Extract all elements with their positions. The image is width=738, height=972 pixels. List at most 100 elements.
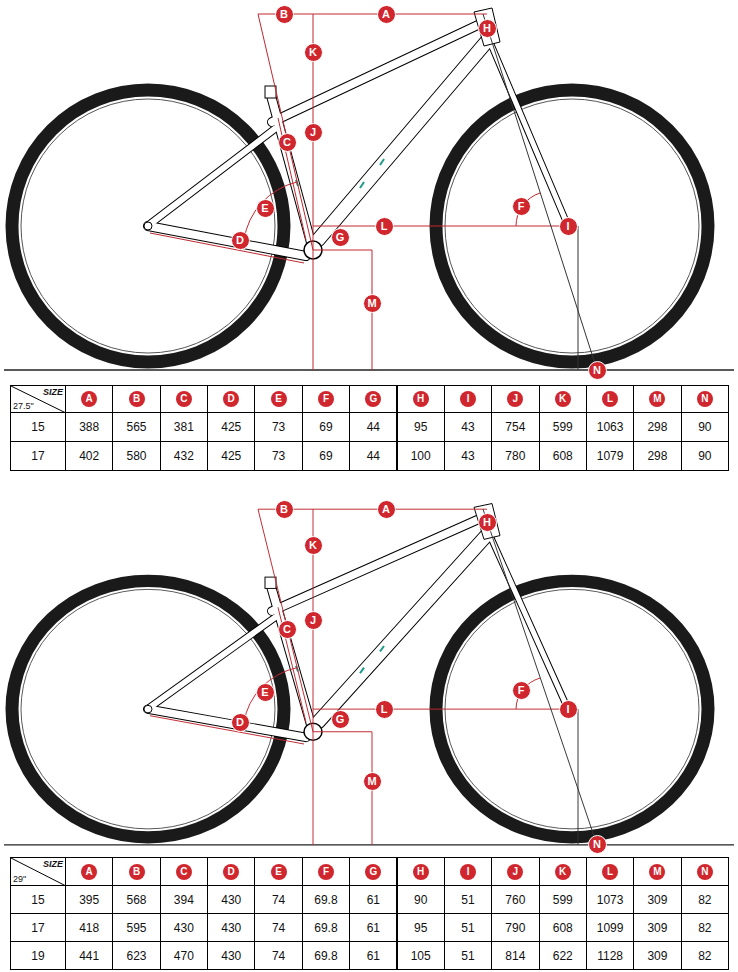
dimension-value: 470 (161, 949, 207, 963)
column-letter: K (555, 864, 571, 880)
table-cell: 441 (65, 941, 113, 970)
table-cell: 95 (397, 913, 445, 942)
dimension-value: 394 (161, 893, 207, 907)
table-cell: 394 (160, 885, 208, 914)
callout-letter: E (256, 683, 275, 702)
table-cell: 90 (681, 412, 729, 442)
callout-letter: N (588, 835, 607, 854)
table-cell: 43 (444, 412, 492, 442)
table-cell: 69.8 (302, 941, 350, 970)
dimension-value: 43 (445, 449, 491, 463)
table-cell: 623 (112, 941, 160, 970)
dimension-value: 595 (113, 921, 159, 935)
table-cell: 565 (112, 412, 160, 442)
table-cell: 44 (349, 441, 397, 471)
table-cell: 470 (160, 941, 208, 970)
size-header-cell: SIZE27.5" (10, 385, 66, 413)
column-letter: F (318, 391, 334, 407)
dimension-value: 1099 (587, 921, 633, 935)
table-cell: 82 (681, 913, 729, 942)
dimension-value: 95 (398, 420, 444, 434)
dimension-value: 790 (492, 921, 538, 935)
dimension-value: 580 (113, 449, 159, 463)
header-cell: L (586, 857, 634, 886)
callout-letter: B (275, 500, 294, 519)
table-cell: 298 (633, 441, 681, 471)
header-cell: N (681, 385, 729, 413)
table-cell: 790 (491, 913, 539, 942)
frame-size: 15 (11, 893, 65, 907)
header-cell: I (444, 385, 492, 413)
dimension-value: 51 (445, 949, 491, 963)
column-letter: G (365, 391, 381, 407)
callout-letter: E (256, 199, 275, 218)
dimension-value: 73 (255, 449, 301, 463)
dimension-value: 74 (255, 893, 301, 907)
dimension-value: 388 (66, 420, 112, 434)
table-cell: 69 (302, 412, 350, 442)
header-cell: D (207, 857, 255, 886)
dimension-value: 298 (634, 420, 680, 434)
table-cell: 568 (112, 885, 160, 914)
table-cell: 90 (397, 885, 445, 914)
table-cell: 105 (397, 941, 445, 970)
dimension-value: 441 (66, 949, 112, 963)
table-cell: 61 (349, 913, 397, 942)
header-cell: M (633, 857, 681, 886)
dimension-value: 61 (350, 893, 396, 907)
dimension-value: 599 (540, 893, 586, 907)
wheel-size: 29" (13, 874, 26, 884)
dimension-value: 61 (350, 921, 396, 935)
header-cell: E (254, 857, 302, 886)
dimension-value: 622 (540, 949, 586, 963)
dimension-value: 599 (540, 420, 586, 434)
column-letter: D (223, 864, 239, 880)
header-cell: D (207, 385, 255, 413)
callout-letter: J (304, 123, 323, 142)
callout-letter: L (375, 700, 394, 719)
header-cell: G (349, 385, 397, 413)
dimension-value: 82 (682, 949, 728, 963)
callout-letter: D (231, 231, 250, 250)
callout-letter: F (512, 197, 531, 216)
dimension-value: 100 (398, 449, 444, 463)
dimension-value: 309 (634, 893, 680, 907)
dimension-value: 69.8 (303, 949, 349, 963)
header-cell: H (397, 857, 445, 886)
table-cell: 82 (681, 941, 729, 970)
dimension-value: 309 (634, 949, 680, 963)
dimension-value: 105 (398, 949, 444, 963)
size-heading: SIZE (43, 859, 63, 869)
header-cell: N (681, 857, 729, 886)
table-cell: 17 (10, 913, 66, 942)
dimension-value: 1073 (587, 893, 633, 907)
dimension-value: 44 (350, 449, 396, 463)
dimension-value: 82 (682, 893, 728, 907)
column-letter: C (176, 864, 192, 880)
callout-letter: K (304, 43, 323, 62)
table-cell: 608 (539, 913, 587, 942)
dimension-value: 430 (208, 893, 254, 907)
table-cell: 580 (112, 441, 160, 471)
header-cell: A (65, 385, 113, 413)
table-cell: 309 (633, 885, 681, 914)
table-cell: 425 (207, 412, 255, 442)
dimension-value: 814 (492, 949, 538, 963)
column-letter: A (81, 864, 97, 880)
dimension-value: 73 (255, 420, 301, 434)
dimension-value: 425 (208, 449, 254, 463)
header-cell: M (633, 385, 681, 413)
table-cell: 1073 (586, 885, 634, 914)
table-cell: 430 (160, 913, 208, 942)
dimension-value: 95 (398, 921, 444, 935)
dimension-value: 51 (445, 893, 491, 907)
header-cell: F (302, 385, 350, 413)
column-letter: E (271, 391, 287, 407)
dimension-value: 309 (634, 921, 680, 935)
dimension-value: 568 (113, 893, 159, 907)
table-cell: 82 (681, 885, 729, 914)
column-letter: L (602, 864, 618, 880)
table-cell: 430 (207, 913, 255, 942)
table-cell: 309 (633, 941, 681, 970)
